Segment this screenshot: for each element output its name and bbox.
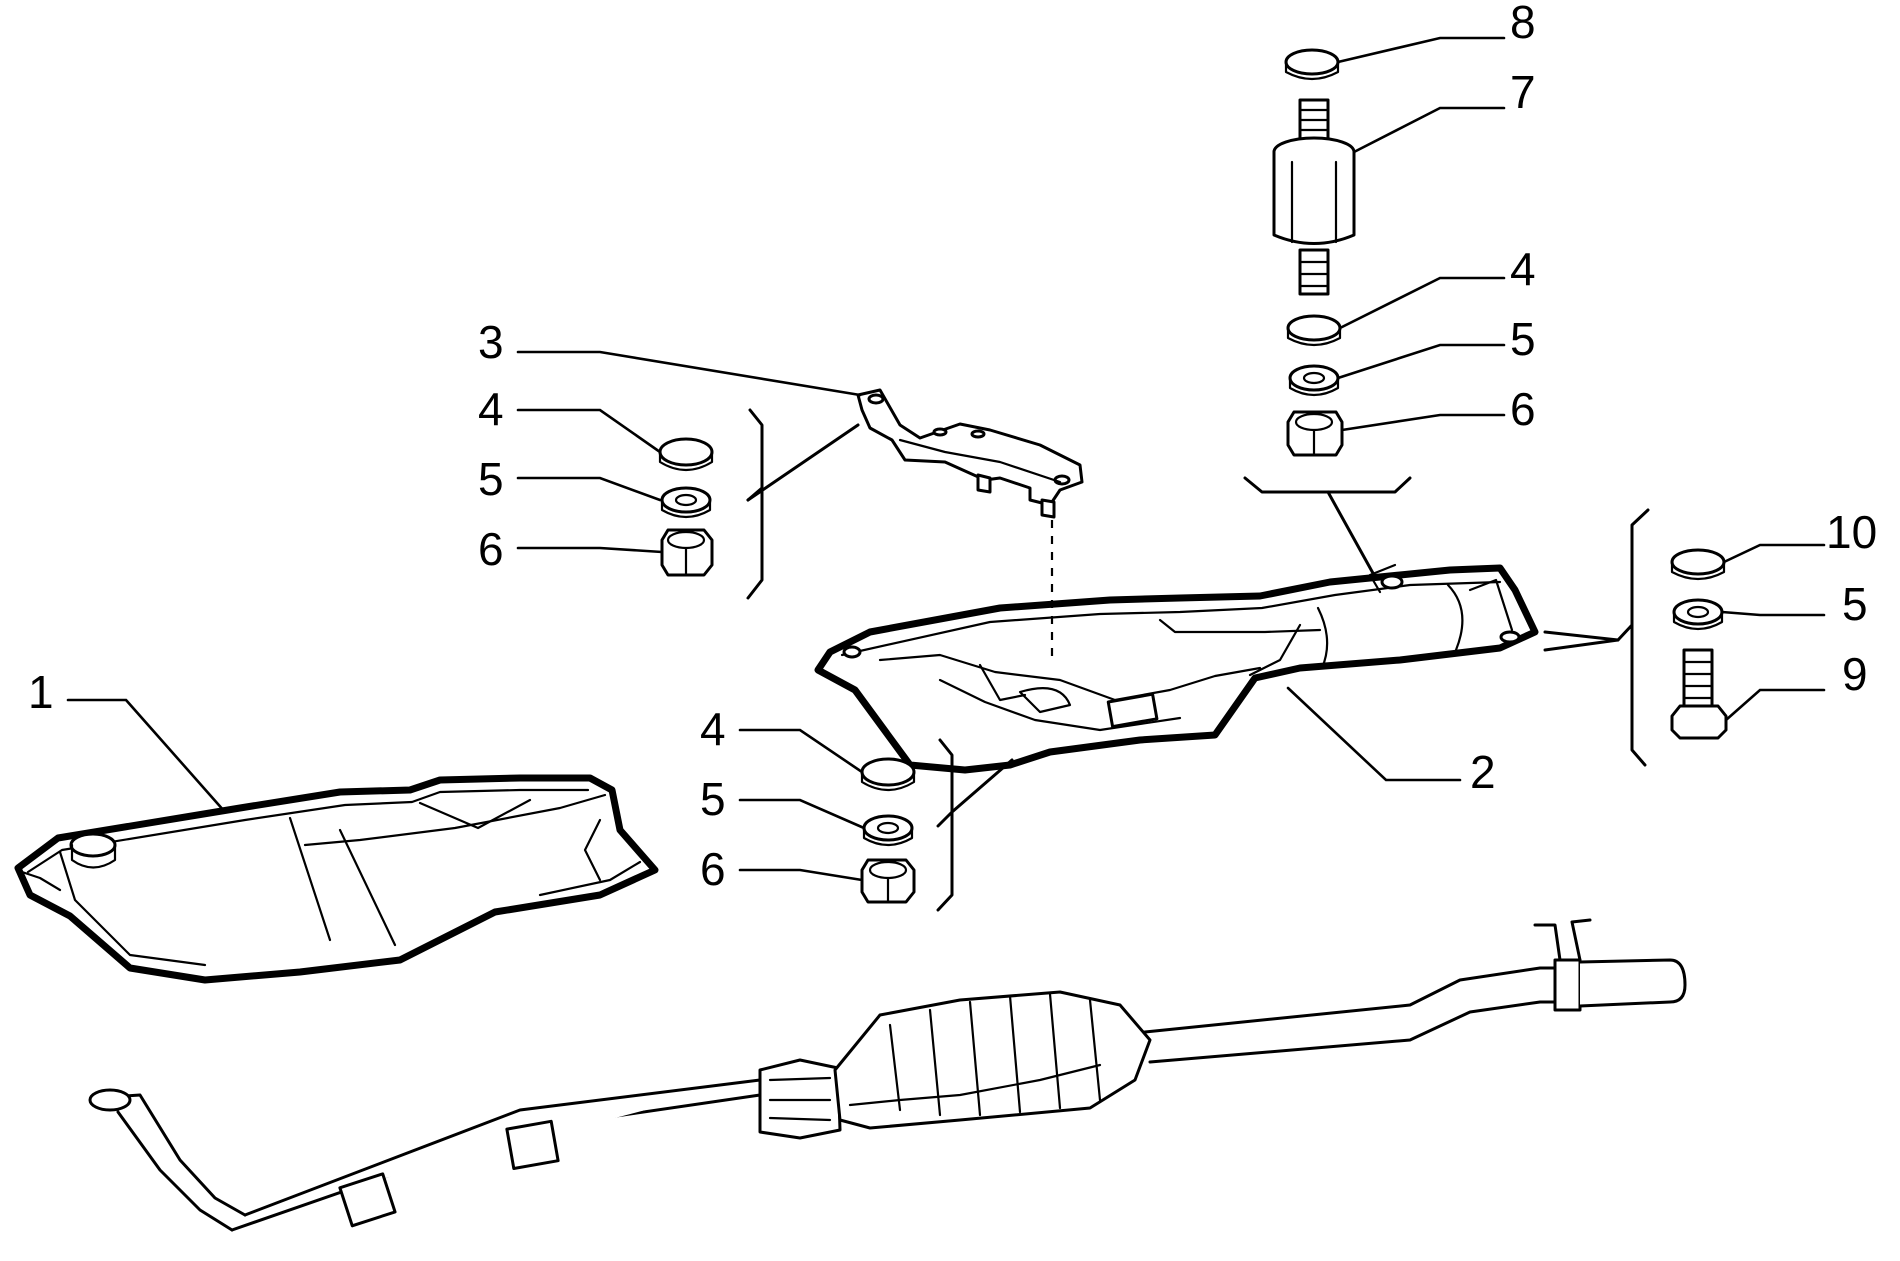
hardware-stack-top — [1272, 48, 1356, 457]
callout-5-top: 5 — [1510, 313, 1536, 365]
hardware-stack-bottom — [860, 757, 916, 904]
callout-10-right: 10 — [1826, 506, 1877, 558]
hardware-stack-right — [1670, 548, 1728, 740]
callout-4-left: 4 — [478, 383, 504, 435]
callout-6-bottom: 6 — [700, 843, 726, 895]
callout-3: 3 — [478, 316, 504, 368]
callout-9-right: 9 — [1842, 648, 1868, 700]
assembly-braces — [746, 408, 1650, 912]
leader-lines — [66, 36, 1826, 882]
callout-2: 2 — [1470, 746, 1496, 798]
callout-1: 1 — [28, 666, 54, 718]
callout-5-left: 5 — [478, 453, 504, 505]
callout-4-bottom: 4 — [700, 703, 726, 755]
heat-shield-main — [814, 563, 1539, 774]
callout-6-left: 6 — [478, 523, 504, 575]
callout-8-top: 8 — [1510, 0, 1536, 48]
callout-6-top: 6 — [1510, 383, 1536, 435]
callout-4-top: 4 — [1510, 243, 1536, 295]
callout-7-top: 7 — [1510, 66, 1536, 118]
hardware-stack-left — [658, 437, 714, 577]
callout-labels: 1 2 3 4 5 6 4 5 6 8 7 4 5 6 10 5 9 — [28, 0, 1877, 895]
callout-5-bottom: 5 — [700, 773, 726, 825]
callout-5-right: 5 — [1842, 578, 1868, 630]
mounting-bracket — [856, 388, 1084, 519]
heat-shield-front — [14, 774, 659, 984]
exhaust-pipe-catalytic-converter — [88, 918, 1687, 1232]
